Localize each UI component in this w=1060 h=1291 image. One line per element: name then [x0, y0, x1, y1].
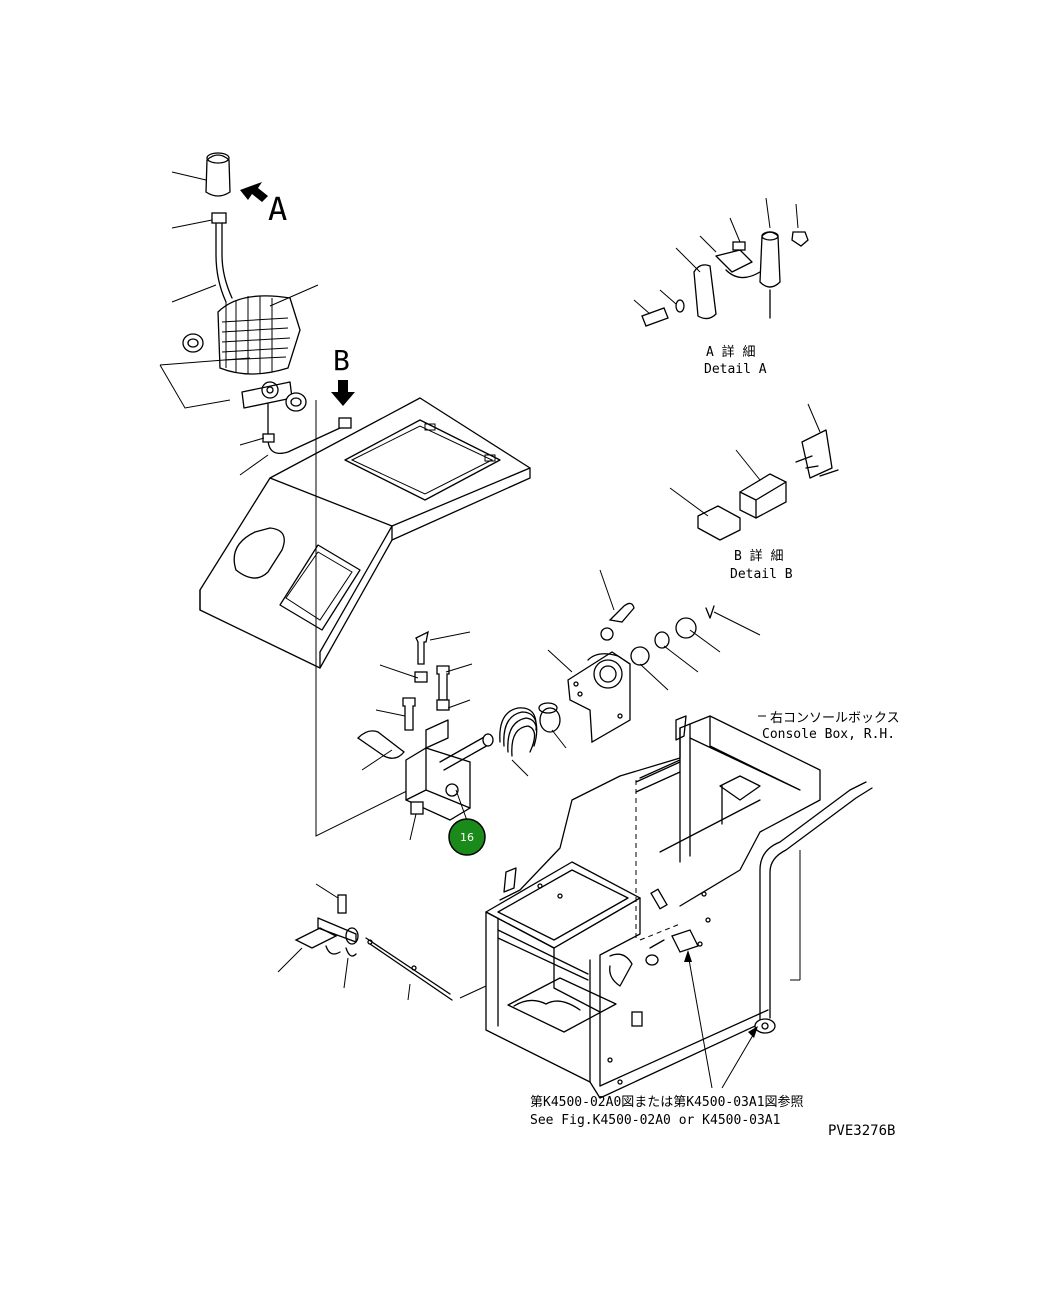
callout-16[interactable]: 16	[448, 818, 486, 856]
spacer-bushing	[539, 707, 561, 733]
console-box-label-en: Console Box, R.H.	[762, 727, 895, 742]
nut-3	[410, 801, 424, 815]
drawing-number: PVE3276B	[828, 1123, 895, 1139]
view-b-indicator: B	[331, 344, 355, 406]
lever-rod	[215, 223, 233, 303]
detail-a-drawing: A 詳 細 Detail A	[633, 197, 809, 377]
bolt-1	[402, 697, 416, 731]
cover-outline	[199, 397, 531, 669]
console-cover-panel	[199, 397, 531, 837]
return-spring	[499, 707, 538, 757]
detail-b-drawing: B 詳 細 Detail B	[669, 403, 839, 582]
bolt-2	[436, 665, 450, 701]
lower-linkage	[277, 883, 453, 1001]
detail-a-title-en: Detail A	[704, 362, 767, 377]
detail-a-nut	[791, 231, 809, 247]
detail-b-connector	[801, 429, 833, 479]
pin	[356, 730, 405, 759]
detail-b-title-en: Detail B	[730, 567, 793, 582]
view-b-label: B	[333, 344, 350, 377]
callout-circle[interactable]	[448, 818, 486, 856]
bushing-left	[182, 333, 204, 353]
console-box-label-jp: 右コンソールボックス	[770, 711, 900, 726]
view-a-indicator: A	[240, 182, 287, 228]
link-rod	[759, 781, 873, 1021]
reference-label-jp: 第K4500-02A0図または第K4500-03A1図参照	[530, 1094, 804, 1110]
cover-top-opening	[344, 419, 501, 501]
detail-b-title-jp: B 詳 細	[734, 548, 783, 564]
reference-leaders	[684, 950, 758, 1089]
nut-2	[436, 699, 450, 711]
view-a-label: A	[268, 190, 287, 228]
view-a-arrow-icon	[240, 182, 268, 202]
nut-1	[414, 671, 428, 683]
pivot-bolt	[608, 602, 635, 623]
detail-a-screw	[641, 307, 669, 327]
cover-slot-right	[279, 544, 361, 631]
detail-b-clip	[697, 505, 741, 541]
cover-slot-left	[233, 527, 285, 579]
callout-number[interactable]: 16	[460, 831, 474, 844]
lever-boot	[217, 295, 301, 375]
pivot-nut	[675, 617, 697, 639]
detail-a-title-jp: A 詳 細	[706, 344, 755, 360]
lower-pin	[337, 894, 347, 914]
pivot-bracket	[547, 569, 761, 744]
lever-base	[241, 381, 293, 409]
lower-bracket	[294, 927, 338, 949]
frame-bolt	[671, 929, 699, 953]
lever-nut	[211, 212, 227, 224]
bolt-3	[415, 630, 429, 665]
console-box-frame	[459, 715, 873, 1099]
lever-bracket-assembly	[356, 630, 567, 841]
reference-label-en: See Fig.K4500-02A0 or K4500-03A1	[530, 1113, 780, 1128]
detail-a-cover	[693, 264, 717, 320]
view-b-arrow-icon	[331, 380, 355, 406]
pivot-bushing	[630, 646, 650, 666]
bushing-right	[285, 392, 307, 412]
lever-knob	[205, 154, 231, 197]
shift-lever-assembly	[159, 152, 352, 476]
connector-b	[338, 417, 352, 429]
